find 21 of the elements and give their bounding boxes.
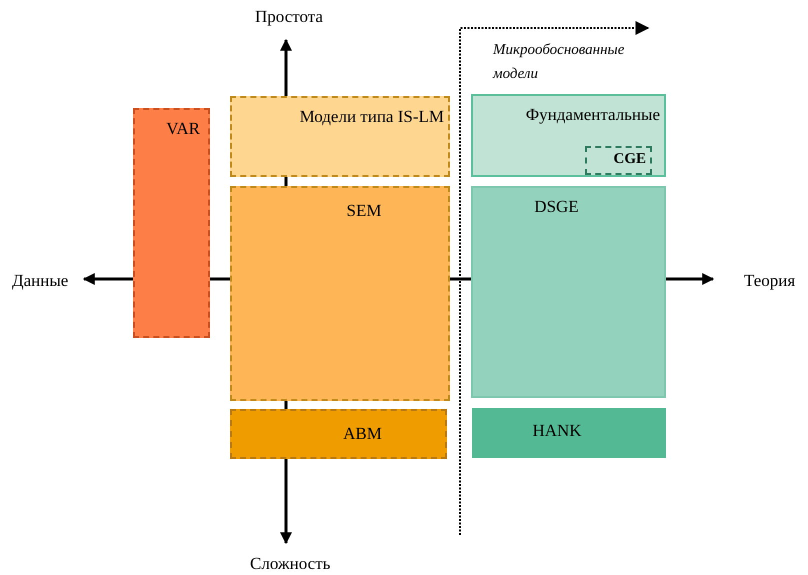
model-box xyxy=(230,96,450,177)
axis-label: Теория xyxy=(744,270,796,292)
box-label: Модели типа IS-LM xyxy=(300,106,444,128)
model-box xyxy=(472,408,666,458)
box-label: SEM xyxy=(346,200,382,222)
box-label: DSGE xyxy=(534,196,579,218)
axis-label: Микрообоснованные модели xyxy=(493,41,626,84)
model-box xyxy=(230,409,447,459)
box-label: HANK xyxy=(532,420,582,442)
model-box xyxy=(471,94,666,177)
box-label: VAR xyxy=(166,118,200,140)
box-label: CGE xyxy=(613,150,646,169)
model-box xyxy=(133,108,210,338)
box-label: Фундаментальные xyxy=(526,104,660,126)
model-box xyxy=(230,186,450,401)
axis-label: Простота xyxy=(255,6,323,28)
model-box xyxy=(471,186,666,398)
axis-label: Данные xyxy=(12,270,68,292)
model-box xyxy=(585,146,652,175)
axis-label: Сложность xyxy=(250,553,330,574)
box-label: ABM xyxy=(343,423,382,444)
